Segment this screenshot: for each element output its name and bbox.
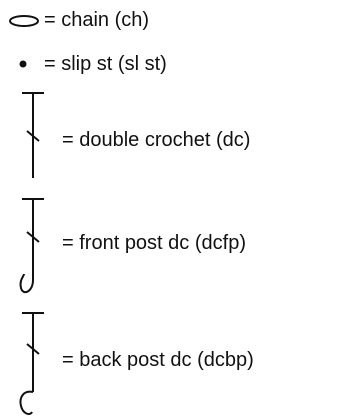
- chain-oval-icon: [9, 15, 39, 27]
- double-crochet-icon: [22, 92, 44, 178]
- legend-label-double-crochet: = double crochet (dc): [62, 129, 251, 151]
- legend-row-slip-stitch: = slip st (sl st): [0, 44, 346, 84]
- legend-row-chain: = chain (ch): [0, 0, 346, 40]
- legend-row-front-post-dc: = front post dc (dcfp): [0, 196, 346, 302]
- legend-row-back-post-dc: = back post dc (dcbp): [0, 310, 346, 418]
- legend-label-front-post-dc: = front post dc (dcfp): [62, 232, 246, 254]
- dot-icon: [19, 60, 27, 68]
- front-post-dc-icon: [19, 198, 44, 294]
- legend-label-slip-stitch: = slip st (sl st): [44, 53, 167, 75]
- legend-label-back-post-dc: = back post dc (dcbp): [62, 349, 254, 371]
- legend-label-chain: = chain (ch): [44, 9, 150, 31]
- legend-row-double-crochet: = double crochet (dc): [0, 90, 346, 190]
- back-post-dc-icon: [19, 312, 44, 415]
